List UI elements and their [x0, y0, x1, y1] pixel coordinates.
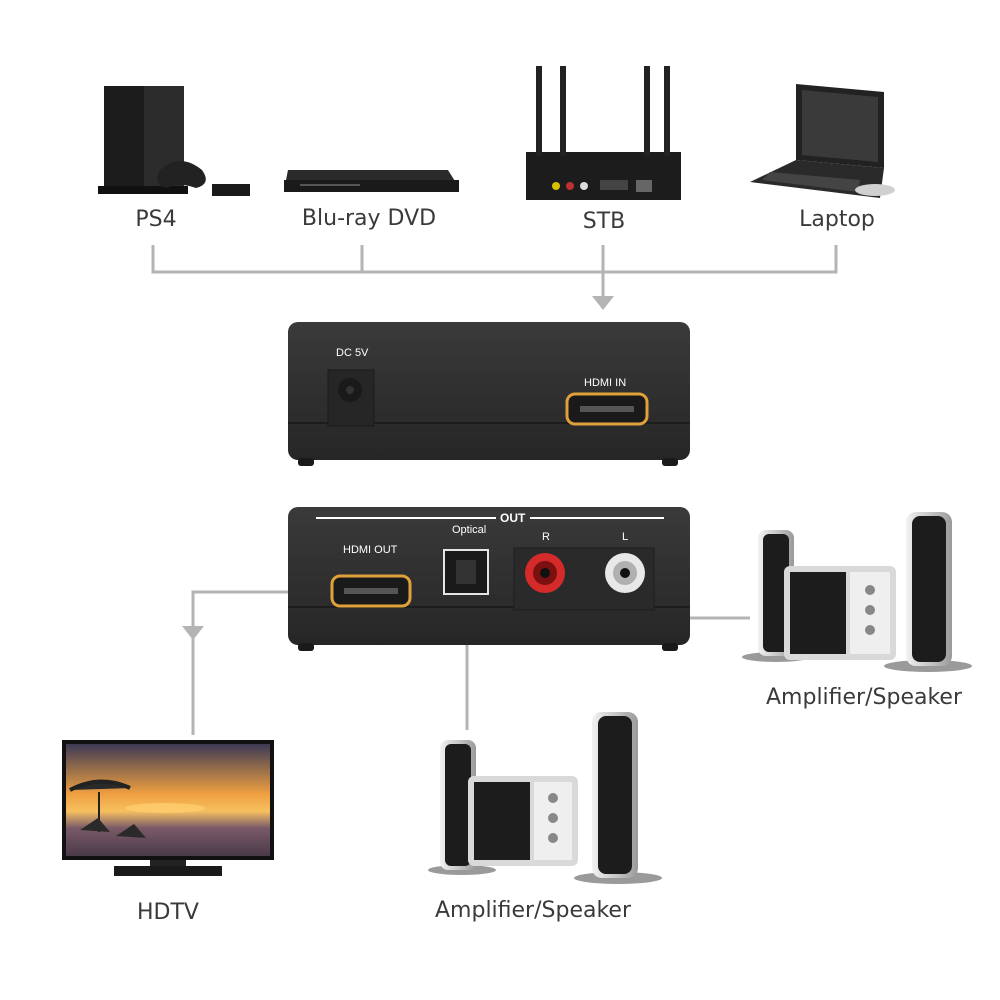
- optical-label: Optical: [452, 524, 486, 536]
- front-panel: [288, 322, 690, 466]
- laptop-label: Laptop: [799, 207, 875, 232]
- ps4-console-icon: [98, 86, 250, 196]
- optical-port: [443, 549, 489, 595]
- stb-router-icon: [526, 66, 681, 200]
- back-panel: [288, 507, 690, 651]
- arrow-down-icon: [182, 626, 204, 640]
- hdtv-label: HDTV: [137, 900, 199, 925]
- rca-left-label: L: [622, 531, 628, 543]
- amplifier-speaker-bottom-label: Amplifier/Speaker: [434, 898, 632, 923]
- hdtv-icon: [62, 740, 274, 876]
- hdmi-in-label: HDMI IN: [584, 377, 626, 389]
- hdmi-in-port: [565, 392, 649, 426]
- ps4-label: PS4: [135, 207, 177, 232]
- stb-label: STB: [582, 209, 626, 234]
- source-bus-line: [151, 245, 838, 274]
- laptop-icon: [750, 84, 895, 198]
- dc-5v-label: DC 5V: [336, 347, 369, 359]
- hdmi-out-label: HDMI OUT: [343, 544, 398, 556]
- speaker-set-bottom-icon: [428, 712, 662, 884]
- bluray-dvd-label: Blu-ray DVD: [301, 206, 437, 231]
- out-label: OUT: [500, 511, 526, 525]
- arrow-down-icon: [592, 296, 614, 310]
- speaker-set-right-icon: [742, 512, 972, 672]
- connector-lines: [151, 245, 838, 735]
- rca-right-jack: [525, 553, 565, 593]
- bluray-player-icon: [284, 170, 459, 192]
- rca-left-jack: [605, 553, 645, 593]
- amplifier-speaker-right-label: Amplifier/Speaker: [765, 685, 963, 710]
- hdmi-out-port: [330, 574, 412, 608]
- dc-5v-jack: [327, 369, 375, 427]
- rca-right-label: R: [542, 531, 550, 543]
